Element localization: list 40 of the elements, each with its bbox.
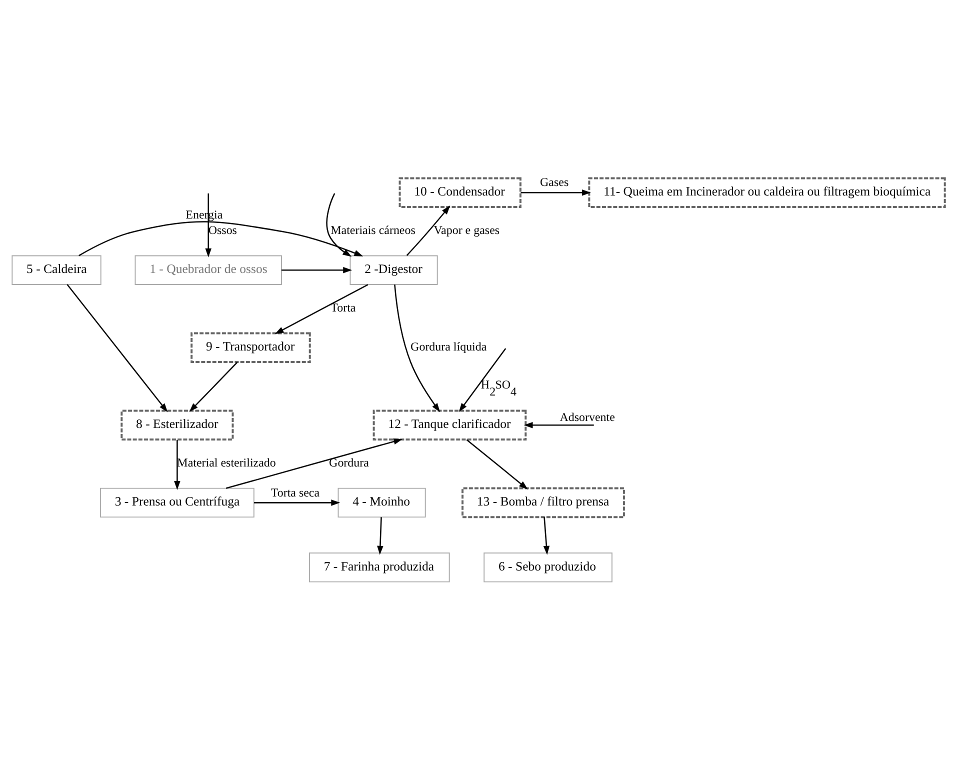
node-box: 8 - Esterilizador: [120, 410, 234, 441]
node-box: 9 - Transportador: [190, 332, 311, 364]
arrow: [78, 221, 364, 256]
arrow: [282, 266, 352, 274]
node-box: 6 - Sebo produzido: [484, 552, 612, 582]
arrow: [543, 517, 550, 555]
node-box: 5 - Caldeira: [12, 255, 102, 285]
arrow: [66, 284, 168, 412]
arrow: [466, 439, 528, 490]
arrow: [406, 206, 450, 256]
edge-label: Torta seca: [270, 485, 320, 500]
edge-label: Ossos: [208, 223, 237, 238]
edge-label: Gordura líquida: [410, 339, 487, 354]
node-box: 13 - Bomba / filtro prensa: [462, 487, 625, 518]
edge-label: Gordura: [329, 456, 369, 470]
arrow: [205, 193, 212, 258]
node-box: 7 - Farinha produzida: [308, 552, 450, 582]
arrow: [520, 189, 591, 196]
arrow: [174, 440, 180, 490]
node-box: 4 - Moinho: [338, 488, 426, 518]
arrow: [274, 284, 368, 334]
edge-label: Torta: [330, 300, 356, 315]
edge-label: Materiais cárneos: [330, 223, 416, 238]
node-box: 2 -Digestor: [350, 255, 438, 285]
arrow: [189, 362, 238, 412]
node-box: 3 - Prensa ou Centrífuga: [100, 488, 254, 518]
edge-label: Adsorvente: [560, 410, 615, 424]
node-box: 1 - Quebrador de ossos: [134, 255, 282, 285]
edge-label: Vapor e gases: [434, 223, 500, 238]
arrow: [458, 348, 506, 412]
arrow: [326, 193, 352, 257]
node-box: 10 - Condensador: [398, 177, 522, 208]
arrow: [254, 500, 340, 506]
arrow: [226, 438, 403, 489]
node-box: 12 - Tanque clarificador: [372, 410, 527, 441]
edge-label: Gases: [540, 175, 569, 190]
arrow: [394, 284, 440, 412]
node-box: 11- Queima em Incinerador ou caldeira ou filtragem bioquímica: [588, 177, 946, 208]
arrow: [377, 517, 384, 555]
arrow: [524, 422, 594, 428]
